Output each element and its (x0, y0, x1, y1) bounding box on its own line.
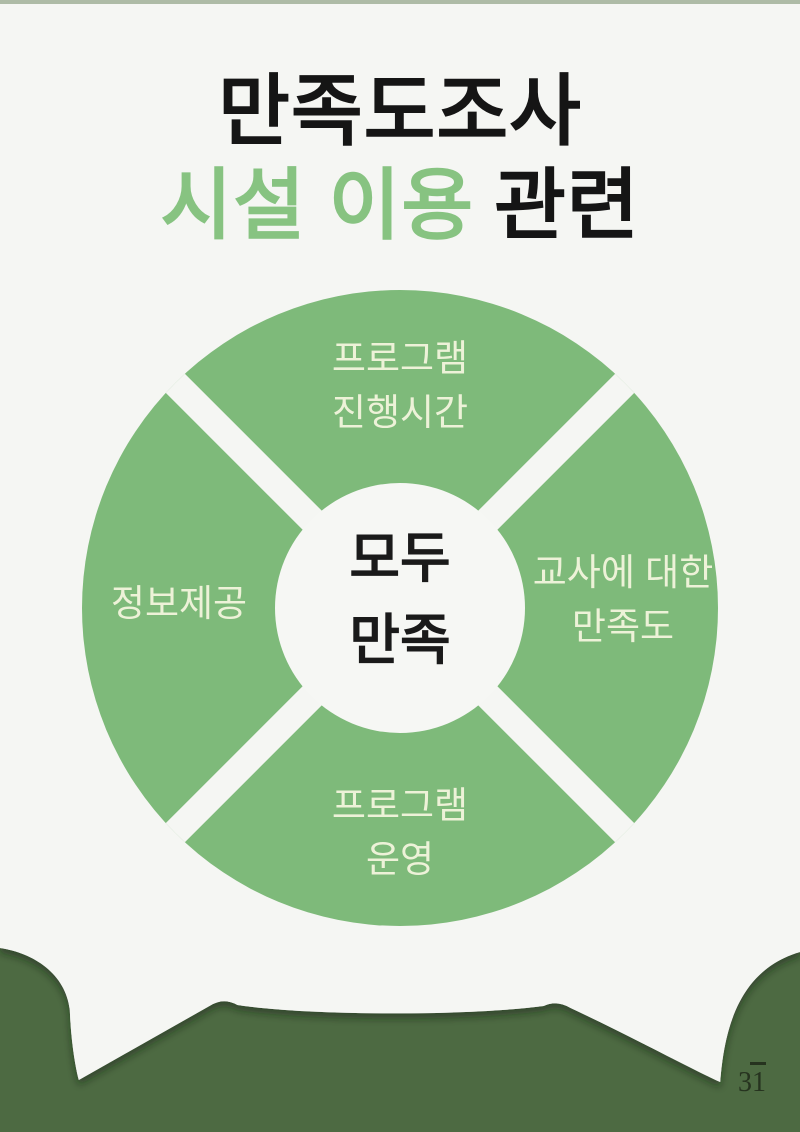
title-line-2-rest: 관련 (494, 161, 640, 249)
segment-right-line-2: 만족도 (571, 606, 675, 647)
top-border (0, 0, 800, 4)
segment-bottom-line-2: 운영 (365, 839, 435, 880)
segment-right-line-1: 교사에 대한 (532, 552, 714, 593)
footer-wave (0, 930, 800, 1132)
segment-label-top: 프로그램 진행시간 (332, 332, 468, 440)
center-label-line-2: 만족 (349, 609, 451, 671)
segment-top-line-1: 프로그램 (331, 338, 469, 379)
footer-green-shape (0, 948, 800, 1132)
segment-label-left: 정보제공 (111, 577, 247, 631)
page-number-overline (750, 1062, 766, 1065)
page-number: 31 (730, 1062, 774, 1097)
title-line-1: 만족도조사 (218, 67, 582, 155)
segment-left-line-1: 정보제공 (110, 583, 248, 624)
center-label: 모두 만족 (349, 517, 450, 681)
segment-label-bottom: 프로그램 운영 (332, 779, 468, 887)
segment-top-line-2: 진행시간 (331, 392, 469, 433)
segment-label-right: 교사에 대한 만족도 (533, 546, 713, 654)
footer-white-overlay (0, 930, 800, 1082)
segment-bottom-line-1: 프로그램 (331, 785, 469, 826)
center-circle (275, 483, 525, 733)
quadrant-diagram: 프로그램 진행시간 정보제공 교사에 대한 만족도 프로그램 운영 모두 만족 (82, 290, 718, 926)
title-line-2-accent: 시설 이용 (160, 161, 475, 249)
page-number-text: 31 (738, 1067, 766, 1098)
center-label-line-1: 모두 (349, 527, 451, 589)
